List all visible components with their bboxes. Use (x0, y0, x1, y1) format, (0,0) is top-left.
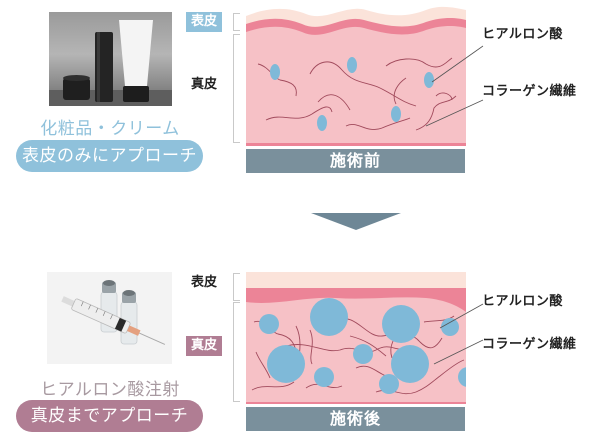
injection-photo (47, 272, 172, 364)
before-dermis-tag: 真皮 (190, 77, 217, 92)
before-epidermis-bracket (233, 13, 240, 31)
after-callout-lines (433, 303, 484, 365)
before-callout-hyaluronic: ヒアルロン酸 (482, 27, 563, 42)
syringe-illustration (61, 280, 166, 345)
cosmetics-photo (49, 12, 172, 106)
after-epidermis-tag: 表皮 (190, 275, 217, 290)
after-dermis-bracket (233, 302, 240, 402)
after-product-caption: ヒアルロン酸注射 (40, 380, 180, 400)
before-approach-pill: 表皮のみにアプローチ (16, 140, 203, 172)
after-callout-collagen: コラーゲン繊維 (482, 337, 577, 352)
before-skin-diagram (246, 6, 466, 146)
before-treatment-bar: 施術前 (246, 149, 465, 173)
before-callout-collagen: コラーゲン繊維 (482, 84, 577, 99)
after-approach-pill: 真皮までアプローチ (16, 400, 203, 432)
after-epidermis-bracket (233, 273, 240, 301)
arrow-down-icon (311, 213, 401, 230)
after-callout-hyaluronic: ヒアルロン酸 (482, 294, 563, 309)
before-callout-lines (425, 45, 484, 127)
before-dermis-bracket (233, 34, 240, 143)
before-epidermis-tag: 表皮 (186, 12, 222, 32)
after-treatment-bar: 施術後 (246, 407, 465, 431)
after-dermis-tag: 真皮 (186, 336, 222, 356)
cosmetics-illustration (49, 20, 172, 106)
after-skin-diagram (246, 272, 466, 404)
before-product-caption: 化粧品・クリーム (40, 119, 180, 139)
